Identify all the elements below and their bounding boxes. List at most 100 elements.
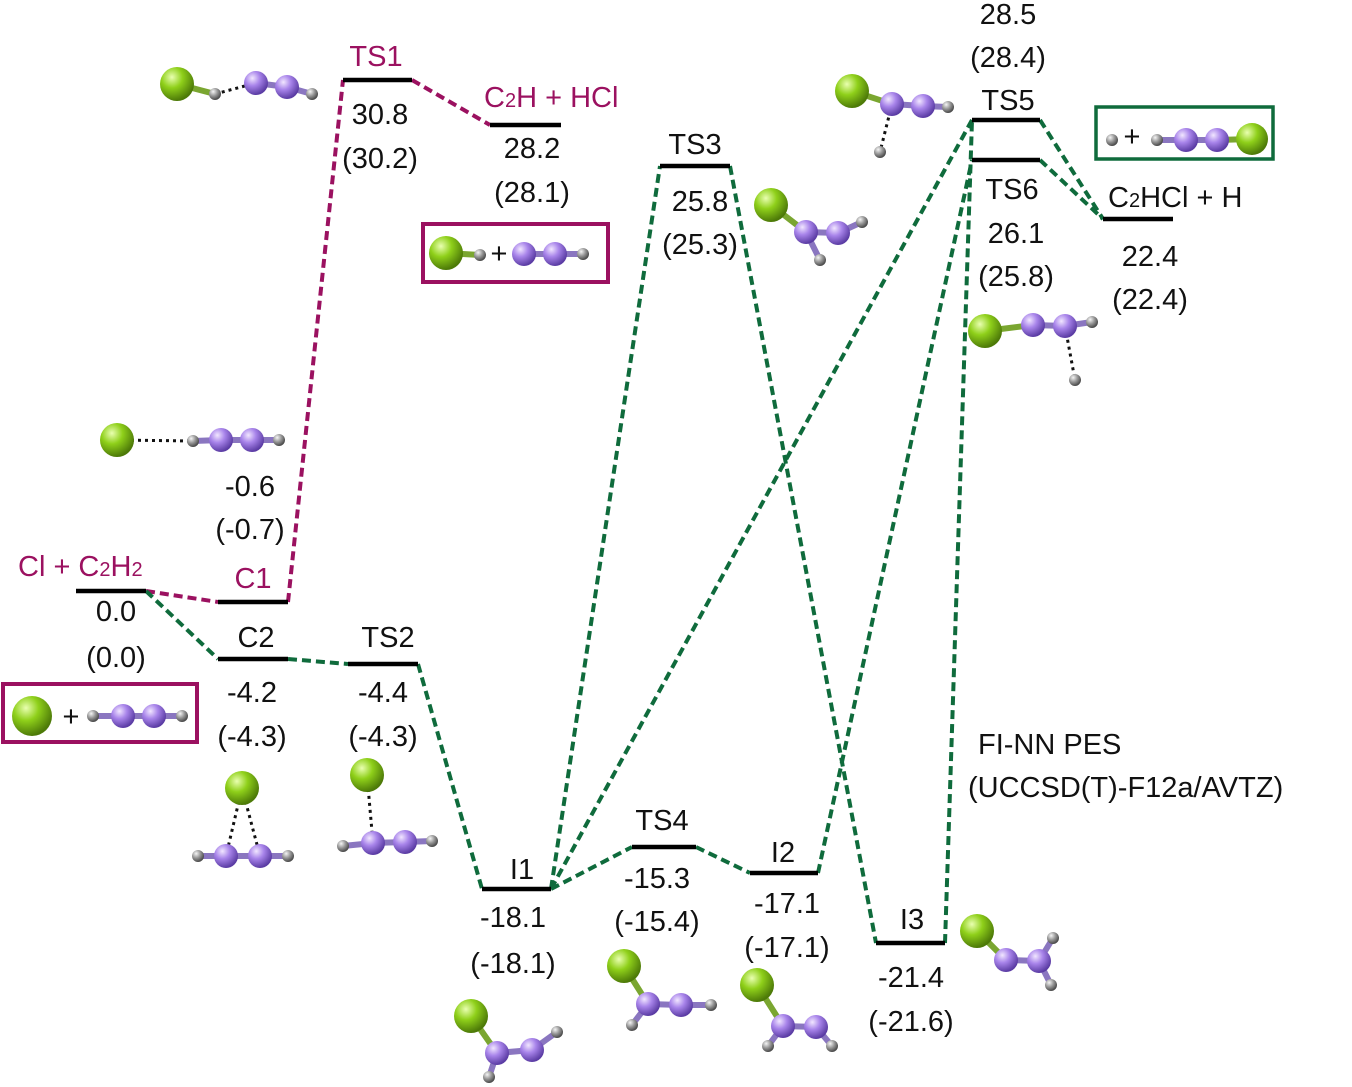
energy-alt-c1: (-0.7) [215, 514, 284, 546]
energy-alt-ts4: (-15.4) [614, 906, 699, 938]
molecule-ts1 [160, 67, 318, 101]
energy-c1: -0.6 [225, 471, 275, 503]
energy-i2: -17.1 [754, 888, 820, 920]
label-c2h-hcl: C2H + HCl [484, 82, 618, 114]
c2hcl-h-box [1094, 105, 1275, 161]
plus-sign-reactants: + [63, 701, 80, 733]
energy-ts5: 28.5 [980, 0, 1036, 31]
energy-ts1: 30.8 [352, 99, 408, 131]
plus-sign-c2hcl-h: + [1124, 121, 1141, 153]
molecule-ts2 [337, 758, 438, 855]
magenta-path [145, 78, 491, 604]
connector-c2-ts2 [287, 657, 349, 666]
c-atom [1205, 128, 1229, 152]
c-atom [520, 1038, 544, 1062]
c-atom [911, 94, 935, 118]
h-atom [282, 850, 294, 862]
connector-i2-ts6 [816, 159, 974, 874]
connector-ts3-i3 [728, 165, 878, 944]
h-atom [426, 835, 438, 847]
h-atom [942, 101, 954, 113]
molecule-reactants-cl [12, 696, 52, 736]
energy-alt-i3: (-21.6) [868, 1006, 953, 1038]
c-atom [794, 220, 818, 244]
cl-atom [754, 188, 788, 222]
label-ts4: TS4 [635, 805, 688, 837]
connector-ts4-i2 [695, 845, 751, 875]
c-atom [1053, 314, 1077, 338]
connector-i1-ts4 [550, 845, 633, 891]
c-atom [771, 1014, 795, 1038]
molecule-c2 [192, 771, 294, 868]
energy-ts4: -15.3 [624, 863, 690, 895]
molecule-reactants-c2h2 [87, 704, 188, 728]
plus-sign-c2h-hcl: + [491, 238, 508, 270]
label-c1: C1 [234, 563, 271, 595]
c-atom [142, 704, 166, 728]
molecule-product-c2h [512, 242, 589, 266]
label-ts6: TS6 [985, 174, 1038, 206]
h-atom [1151, 134, 1163, 146]
c-atom [1174, 128, 1198, 152]
energy-alt-ts3: (25.3) [662, 229, 738, 261]
energy-c2h-hcl: 28.2 [504, 133, 560, 165]
c-atom [669, 993, 693, 1017]
h-atom [483, 1071, 495, 1083]
energy-c2hcl-h: 22.4 [1122, 241, 1178, 273]
h-atom [209, 88, 221, 100]
energy-reactants: 0.0 [96, 596, 136, 628]
molecule-i1 [454, 999, 563, 1083]
c-atom [994, 948, 1018, 972]
h-atom [551, 1026, 563, 1038]
connector-ts6-prod [1038, 158, 1105, 221]
energy-alt-c2hcl-h: (22.4) [1112, 284, 1188, 316]
label-c2: C2 [237, 622, 274, 654]
connector-i1-ts3 [549, 165, 662, 890]
connector-ts5-prod [1038, 118, 1105, 221]
h-atom [87, 710, 99, 722]
pes-annotation-line1: FI-NN PES [978, 729, 1121, 761]
label-c2hcl-h: C2HCl + H [1108, 182, 1242, 214]
energy-alt-c2h-hcl: (28.1) [494, 177, 570, 209]
label-i1: I1 [510, 854, 534, 886]
label-ts1: TS1 [349, 41, 402, 73]
h-atom [474, 249, 486, 261]
h-atom [826, 1040, 838, 1052]
cl-atom [454, 999, 488, 1033]
c-atom [209, 428, 233, 452]
c-atom [248, 844, 272, 868]
c-atom [111, 704, 135, 728]
cl-atom [12, 696, 52, 736]
h-atom [1047, 932, 1059, 944]
energy-alt-i1: (-18.1) [470, 948, 555, 980]
c-atom [485, 1041, 509, 1065]
molecule-i3 [960, 914, 1059, 991]
h-atom [705, 999, 717, 1011]
h-atom [577, 248, 589, 260]
connector-r-c1 [145, 589, 219, 604]
cl-atom [835, 74, 869, 108]
label-ts2: TS2 [361, 622, 414, 654]
c-atom [543, 242, 567, 266]
h-atom [306, 88, 318, 100]
c2h-hcl-box [421, 222, 610, 284]
molecule-ts6 [968, 313, 1098, 386]
green-path [144, 118, 1105, 944]
cl-atom [960, 914, 994, 948]
cl-atom [225, 771, 259, 805]
cl-atom [350, 758, 384, 792]
c-atom [275, 75, 299, 99]
h-atom [1069, 374, 1081, 386]
h-atom [1106, 134, 1118, 146]
energy-ts2: -4.4 [358, 677, 408, 709]
c-atom [636, 992, 660, 1016]
label-i3: I3 [900, 904, 924, 936]
h-atom [874, 146, 886, 158]
c-atom [880, 92, 904, 116]
label-ts5: TS5 [981, 85, 1034, 117]
cl-atom [968, 314, 1002, 348]
energy-i1: -18.1 [480, 902, 546, 934]
energy-c2: -4.2 [227, 677, 277, 709]
h-atom [273, 434, 285, 446]
